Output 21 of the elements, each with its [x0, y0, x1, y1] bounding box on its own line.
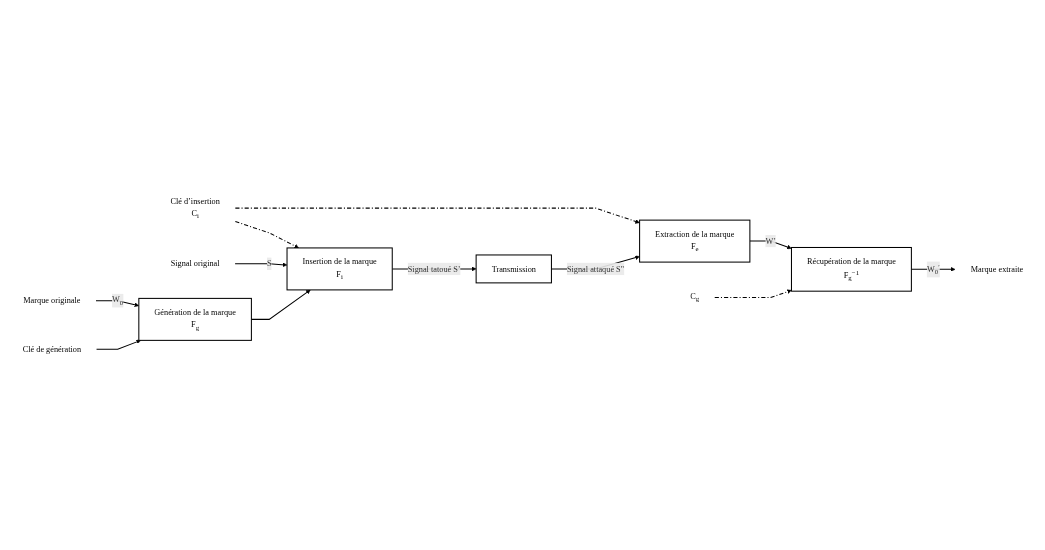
- node-text: Marque originale: [22, 295, 80, 305]
- edge-label: Signal tatoué S’: [407, 264, 461, 273]
- arrow: [713, 289, 792, 298]
- edge-label: Signal attaqué S": [566, 264, 624, 273]
- arrow: [234, 262, 287, 267]
- arrow: [234, 220, 299, 248]
- arrow: [234, 207, 640, 224]
- node-text: Marque extraite: [970, 264, 1023, 274]
- node-box: Transmission: [475, 254, 552, 284]
- node-box: Génération de la marque F$_{g}$: [137, 297, 252, 341]
- edge-label: W’: [764, 236, 776, 246]
- node-box: Extraction de la marque F$_{e}$: [638, 219, 750, 263]
- node-text: Signal original: [170, 258, 220, 268]
- node-text: C$_{g}$: [689, 291, 699, 303]
- edge-label: W$_{0}$: [111, 295, 123, 306]
- arrow: [95, 339, 141, 350]
- node-box: Insertion de la marque F$_{i}$: [286, 247, 393, 291]
- arrow: [250, 289, 311, 320]
- node-text: Clé d’insertion C$_{i}$: [169, 196, 220, 220]
- edge-label: S: [266, 258, 272, 268]
- node-text: Clé de génération: [22, 344, 81, 354]
